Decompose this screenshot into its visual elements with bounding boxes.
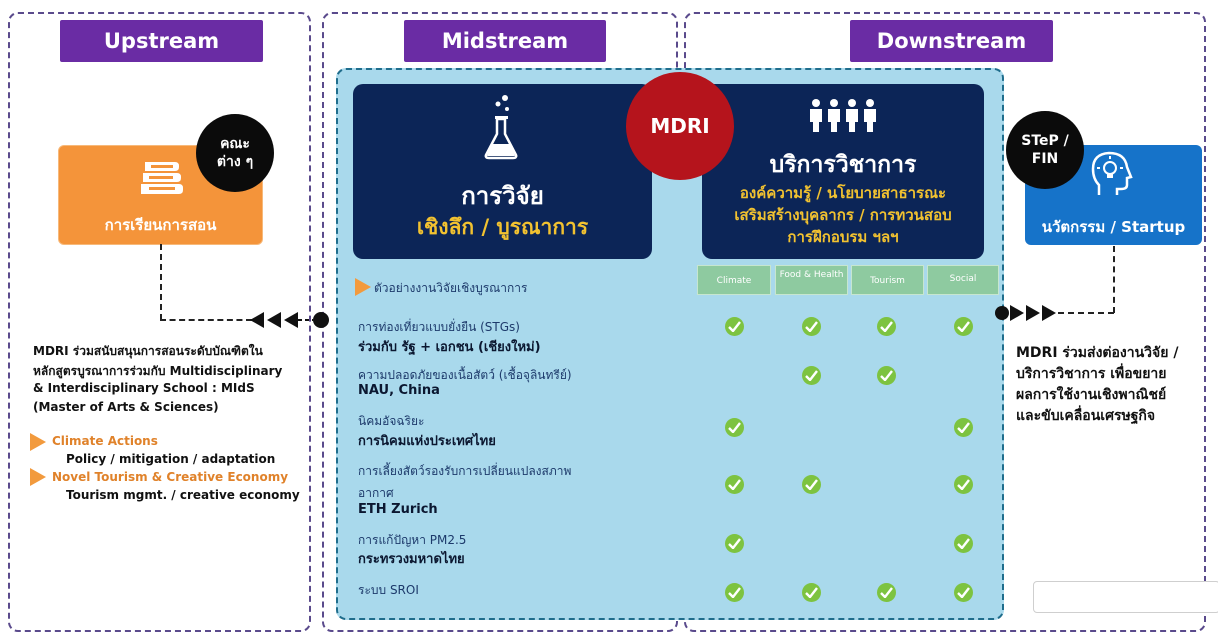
downstream-desc-3: ผลการใช้งานเชิงพาณิชย์ (1016, 387, 1167, 403)
project-2-title: ความปลอดภัยของเนื้อสัตว์ (เชื้อจุลินทรีย… (358, 368, 572, 382)
project-1-title: การท่องเที่ยวแบบยั่งยืน (STGs) (358, 320, 520, 334)
check-icon (802, 475, 821, 494)
bullet-1-sub: Policy / mitigation / adaptation (66, 452, 276, 466)
check-icon (954, 418, 973, 437)
project-6-title: ระบบ SROI (358, 583, 419, 597)
examples-heading: ตัวอย่างงานวิจัยเชิงบูรณาการ (374, 281, 528, 295)
downstream-desc-4: และขับเคลื่อนเศรษฐกิจ (1016, 408, 1156, 424)
project-4-title: การเลี้ยงสัตว์รองรับการเปลี่ยนแปลงสภาพ (358, 464, 572, 478)
left-arrows-icon (250, 312, 329, 328)
upstream-desc-2: หลักสูตรบูรณาการร่วมกับ Multidisciplinar… (33, 364, 283, 378)
service-line-2: เสริมสร้างบุคลากร / การทวนสอบ (734, 206, 952, 224)
project-4-partner: ETH Zurich (358, 502, 438, 517)
mdri-circle: MDRI (626, 72, 734, 180)
blank-box (1033, 581, 1218, 613)
downstream-connector-horizontal (1058, 312, 1114, 314)
right-arrows-icon (995, 305, 1056, 321)
check-icon (725, 475, 744, 494)
research-subtitle: เชิงลึก / บูรณาการ (416, 215, 589, 239)
check-icon (954, 475, 973, 494)
check-icon (725, 534, 744, 553)
check-icon (954, 317, 973, 336)
bullet-2-sub: Tourism mgmt. / creative economy (66, 488, 300, 502)
downstream-connector-vertical (1113, 246, 1115, 313)
check-icon (725, 583, 744, 602)
research-box: การวิจัย เชิงลึก / บูรณาการ (353, 84, 652, 259)
people-group-icon (810, 99, 876, 132)
bullet-1-title: Climate Actions (52, 434, 158, 448)
downstream-desc-1: MDRI ร่วมส่งต่องานวิจัย / (1016, 345, 1179, 361)
check-icon (877, 366, 896, 385)
faculties-badge-text: คณะ ต่าง ๆ (216, 136, 254, 170)
check-icon (954, 583, 973, 602)
downstream-header: Downstream (850, 20, 1053, 62)
check-icon (954, 534, 973, 553)
check-icon (802, 317, 821, 336)
bullet-arrow-icon (30, 468, 46, 486)
upstream-connector-horizontal (160, 319, 252, 321)
project-4-title-cont: อากาศ (358, 486, 394, 500)
service-title: บริการวิชาการ (769, 152, 917, 178)
books-icon (141, 162, 183, 194)
upstream-header: Upstream (60, 20, 263, 62)
check-icon (877, 583, 896, 602)
head-lightbulb-icon (1091, 151, 1133, 195)
upstream-desc-3: & Interdisciplinary School : MIdS (33, 381, 255, 395)
check-icon (802, 366, 821, 385)
tag-tourism: Tourism (851, 265, 924, 295)
upstream-desc-1: MDRI ร่วมสนับสนุนการสอนระดับบัณฑิตใน (33, 344, 263, 358)
tag-social: Social (927, 265, 999, 295)
tag-food-health: Food & Health (775, 265, 848, 295)
project-3-title: นิคมอัจฉริยะ (358, 414, 425, 428)
midstream-header: Midstream (404, 20, 606, 62)
project-5-title: การแก้ปัญหา PM2.5 (358, 533, 467, 547)
bullet-arrow-icon (30, 433, 46, 451)
downstream-desc-2: บริการวิชาการ เพื่อขยาย (1016, 366, 1167, 382)
faculties-badge: คณะ ต่าง ๆ (196, 114, 274, 192)
innovation-label: นวัตกรรม / Startup (1041, 218, 1186, 236)
research-title: การวิจัย (461, 182, 544, 210)
check-icon (725, 418, 744, 437)
play-arrow-icon (355, 278, 371, 296)
service-line-3: การฝึกอบรม ฯลฯ (787, 228, 899, 246)
tag-climate: Climate (697, 265, 771, 295)
project-3-partner: การนิคมแห่งประเทศไทย (358, 434, 496, 449)
service-line-1: องค์ความรู้ / นโยบายสาธารณะ (739, 184, 947, 202)
project-5-partner: กระทรวงมหาดไทย (358, 552, 465, 567)
check-icon (802, 583, 821, 602)
check-icon (725, 317, 744, 336)
bullet-2-title: Novel Tourism & Creative Economy (52, 470, 289, 484)
upstream-desc-4: (Master of Arts & Sciences) (33, 400, 219, 414)
flask-icon (484, 95, 518, 160)
check-icon (877, 317, 896, 336)
step-fin-badge: STeP / FIN (1006, 111, 1084, 189)
academic-service-box: บริการวิชาการ องค์ความรู้ / นโยบายสาธารณ… (702, 84, 984, 259)
teaching-label: การเรียนการสอน (104, 216, 217, 234)
project-1-partner: ร่วมกับ รัฐ + เอกชน (เชียงใหม่) (358, 340, 541, 355)
step-fin-badge-text: STeP / FIN (1021, 133, 1069, 167)
upstream-connector-vertical (160, 244, 162, 320)
project-2-partner: NAU, China (358, 383, 440, 398)
